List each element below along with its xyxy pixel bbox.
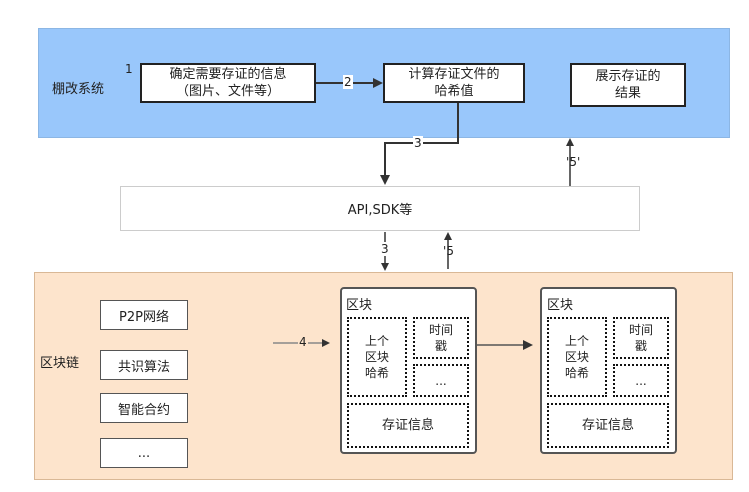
chain-item-label: 智能合约 [117,402,170,418]
chain-item-label: P2P网络 [119,309,169,325]
block-2-record: 存证信息 [547,403,669,448]
compute-hash-box: 计算存证文件的 哈希值 [383,63,525,103]
block-2-timestamp: 时间 戳 [613,317,669,359]
chain-item-p2p: P2P网络 [100,300,188,330]
block-2-title: 区块 [547,298,574,313]
arrow-5-top-value: 5 [569,155,577,169]
block-1-title: 区块 [346,298,373,313]
more-text: ... [435,373,447,388]
compute-hash-text: 计算存证文件的 哈希值 [408,67,500,99]
arrow-5-bottom-label: '5 [443,244,454,258]
confirm-info-text: 确定需要存证的信息 （图片、文件等） [169,67,287,99]
step-1-number: 1 [125,62,133,76]
timestamp-text: 时间 戳 [628,323,653,353]
arrow-5-top-label: '5' [566,155,581,169]
chain-item-label: ... [137,445,151,461]
more-text: ... [635,373,647,388]
api-sdk-bar: API,SDK等 [120,186,640,231]
arrow-4-label: 4 [298,335,308,349]
blockchain-label: 区块链 [40,356,80,371]
system-label: 棚改系统 [52,82,105,97]
block-1-record: 存证信息 [347,403,469,448]
record-text: 存证信息 [581,417,634,433]
prev-hash-text: 上个 区块 哈希 [364,334,389,380]
block-1-prev-hash: 上个 区块 哈希 [347,317,407,397]
chain-item-label: 共识算法 [117,359,170,375]
block-1-timestamp: 时间 戳 [413,317,469,359]
block-2-more: ... [613,364,669,397]
show-result-box: 展示存证的 结果 [570,63,686,107]
chain-item-contract: 智能合约 [100,393,188,423]
api-sdk-label: API,SDK等 [347,203,413,218]
record-text: 存证信息 [381,417,434,433]
arrow-5-bottom-value: 5 [446,244,454,258]
chain-item-more: ... [100,438,188,468]
arrow-2-label: 2 [343,75,353,89]
block-1-more: ... [413,364,469,397]
show-result-text: 展示存证的 结果 [595,69,661,101]
timestamp-text: 时间 戳 [428,323,453,353]
prev-hash-text: 上个 区块 哈希 [564,334,589,380]
block-2-prev-hash: 上个 区块 哈希 [547,317,607,397]
chain-item-consensus: 共识算法 [100,350,188,380]
arrow-3-bottom-label: 3 [380,242,390,256]
confirm-info-box: 确定需要存证的信息 （图片、文件等） [140,63,316,103]
arrow-3-top-label: 3 [413,136,423,150]
